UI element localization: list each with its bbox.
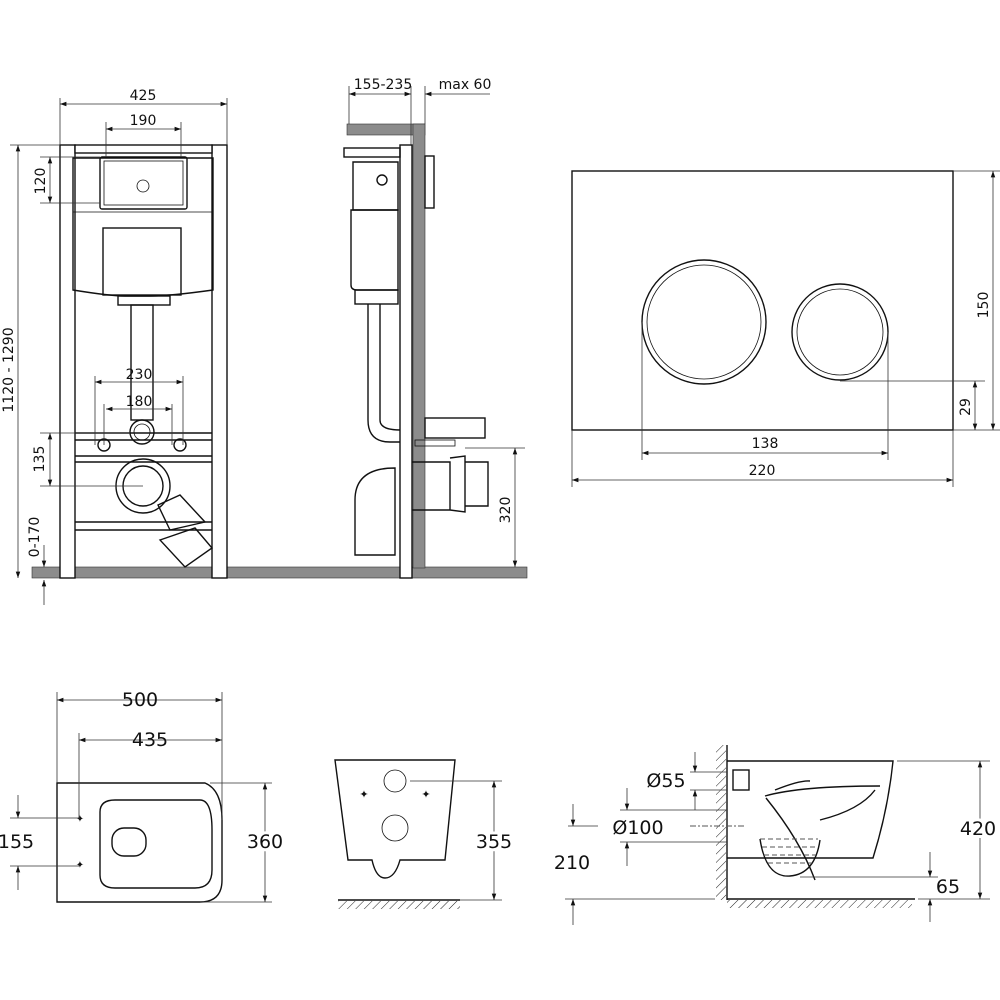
floor	[31, 566, 528, 579]
cistern-panel	[102, 227, 182, 296]
water-connector	[424, 417, 486, 439]
dim-420: 420	[960, 818, 996, 840]
toilet-bowl-front	[334, 759, 456, 879]
toilet-top-view: ✦ ✦ 500 435 360 155	[0, 689, 286, 903]
flush-plate	[571, 170, 954, 431]
dim-435: 435	[132, 729, 168, 751]
svg-text:✦: ✦	[76, 814, 84, 825]
flush-button-large	[641, 259, 767, 385]
dim-320: 320	[498, 497, 514, 524]
dim-155: 155	[0, 831, 34, 853]
dim-138: 138	[752, 436, 779, 452]
drain-bend	[354, 467, 396, 556]
frame-post-right	[211, 144, 228, 579]
flush-plate-view: 150 29 138 220	[571, 170, 1000, 487]
frame-post-side	[399, 144, 413, 579]
toilet-bowl-top	[56, 782, 223, 903]
dim-o100: Ø100	[612, 817, 663, 839]
dim-180: 180	[126, 394, 153, 410]
dim-max-60: max 60	[439, 77, 492, 93]
frame-top-bar	[74, 144, 213, 154]
frame-side-view: 155-235 max 60 320	[343, 77, 525, 579]
cistern	[72, 157, 214, 297]
dim-500: 500	[122, 689, 158, 711]
dim-29: 29	[958, 398, 974, 416]
dim-150: 150	[976, 292, 992, 319]
dim-155-235: 155-235	[354, 77, 413, 93]
toilet-front-view: ✦ ✦ 355	[334, 759, 515, 909]
toilet-bowl-side	[727, 760, 894, 859]
flush-plate-mount	[99, 156, 188, 210]
dim-220: 220	[749, 463, 776, 479]
dim-135: 135	[32, 446, 48, 473]
bolt-right	[173, 438, 187, 452]
dim-230: 230	[126, 367, 153, 383]
water-inlet	[129, 419, 155, 445]
dim-1120-1290: 1120 - 1290	[1, 327, 17, 412]
frame-post-left	[59, 144, 76, 579]
dim-65: 65	[936, 876, 960, 898]
dim-120: 120	[33, 168, 49, 195]
frame-front-view: 425 190 120 1120 - 1290 230 180 135 0-17…	[1, 88, 528, 605]
dim-425: 425	[130, 88, 157, 104]
flush-button-small	[791, 283, 889, 381]
wall	[412, 123, 426, 569]
svg-text:✦: ✦	[359, 788, 368, 801]
dim-190: 190	[130, 113, 157, 129]
toilet-side-view: Ø55 Ø100 210 420 65	[554, 745, 999, 925]
svg-text:✦: ✦	[421, 788, 430, 801]
cistern-side	[350, 209, 399, 291]
svg-text:✦: ✦	[76, 860, 84, 871]
dim-0-170: 0-170	[27, 517, 43, 558]
dim-210: 210	[554, 852, 590, 874]
dim-355: 355	[476, 831, 512, 853]
valve-box	[352, 161, 399, 211]
dim-o55: Ø55	[646, 770, 685, 792]
dim-360: 360	[247, 831, 283, 853]
